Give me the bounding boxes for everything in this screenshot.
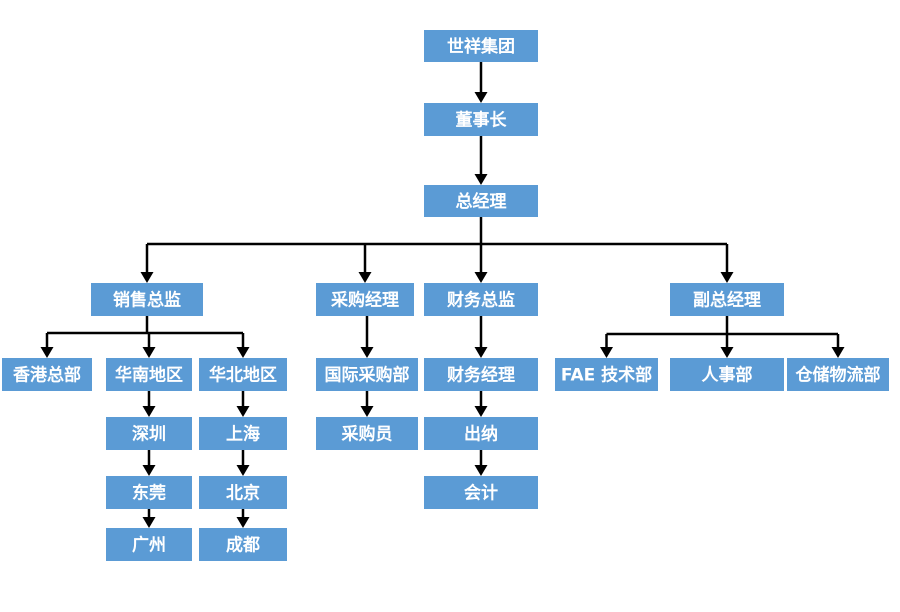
node-sales-label: 销售总监: [113, 290, 181, 311]
node-north: 华北地区: [199, 358, 287, 391]
node-chairman-label: 董事长: [456, 110, 508, 131]
arrowhead-hr: [720, 347, 734, 358]
node-sales-box: [91, 283, 203, 316]
node-hk-label: 香港总部: [13, 365, 81, 386]
arrowhead-finance_mgr: [474, 347, 488, 358]
node-gm-label: 总经理: [456, 191, 507, 212]
node-group: 世祥集团: [424, 30, 538, 62]
node-gm-box: [424, 185, 538, 217]
arrowhead-fae: [600, 347, 613, 358]
node-chengdu-label: 成都: [226, 535, 260, 556]
node-fae: FAE 技术部: [555, 358, 658, 391]
node-group-label: 世祥集团: [447, 36, 515, 57]
node-finance_dir-label: 财务总监: [446, 290, 515, 311]
node-beijing-box: [199, 476, 287, 509]
node-purchase_mgr-box: [316, 283, 414, 316]
arrowhead-chengdu: [236, 517, 250, 528]
arrowhead-purchase_mgr: [358, 272, 372, 283]
arrowhead-south: [142, 347, 156, 358]
node-logistics-box: [787, 358, 889, 391]
node-accountant-box: [424, 476, 538, 509]
node-shenzhen-label: 深圳: [132, 424, 166, 445]
node-shanghai-label: 上海: [226, 424, 260, 445]
node-north-label: 华北地区: [209, 365, 277, 386]
arrowhead-sales: [140, 272, 154, 283]
node-hr-label: 人事部: [702, 365, 753, 386]
node-sales: 销售总监: [91, 283, 203, 316]
arrowhead-finance_dir: [474, 272, 488, 283]
node-hk: 香港总部: [2, 358, 92, 391]
node-dongguan-label: 东莞: [132, 483, 166, 504]
edges-layer: [40, 62, 845, 528]
arrowhead-vgm: [720, 272, 734, 283]
node-finance_mgr-box: [424, 358, 538, 391]
node-fae-label: FAE 技术部: [561, 365, 652, 386]
node-dongguan-box: [106, 476, 192, 509]
node-guangzhou-box: [106, 528, 192, 561]
arrowhead-hk: [40, 347, 54, 358]
node-hr: 人事部: [670, 358, 784, 391]
node-shanghai: 上海: [199, 417, 287, 450]
node-south: 华南地区: [106, 358, 192, 391]
node-south-box: [106, 358, 192, 391]
node-north-box: [199, 358, 287, 391]
node-gm: 总经理: [424, 185, 538, 217]
arrowhead-guangzhou: [142, 517, 156, 528]
arrowhead-intl_purchase: [360, 347, 374, 358]
node-logistics: 仓储物流部: [787, 358, 889, 391]
node-fae-box: [555, 358, 658, 391]
node-chairman-box: [424, 103, 538, 136]
node-beijing: 北京: [199, 476, 287, 509]
node-finance_mgr: 财务经理: [424, 358, 538, 391]
node-logistics-label: 仓储物流部: [795, 365, 881, 386]
node-intl_purchase: 国际采购部: [316, 358, 418, 391]
arrowhead-chairman: [474, 92, 488, 103]
arrowhead-shanghai: [236, 406, 250, 417]
arrowhead-cashier: [474, 406, 488, 417]
node-chengdu: 成都: [199, 528, 287, 561]
node-chairman: 董事长: [424, 103, 538, 136]
node-cashier: 出纳: [424, 417, 538, 450]
node-shenzhen-box: [106, 417, 192, 450]
node-finance_dir-box: [424, 283, 538, 316]
arrowhead-buyer: [360, 406, 374, 417]
arrowhead-gm: [474, 174, 488, 185]
node-vgm-label: 副总经理: [693, 290, 761, 311]
node-cashier-label: 出纳: [464, 424, 498, 445]
node-accountant-label: 会计: [464, 483, 498, 504]
arrowhead-beijing: [236, 465, 250, 476]
node-intl_purchase-box: [316, 358, 418, 391]
node-vgm-box: [670, 283, 784, 316]
node-purchase_mgr-label: 采购经理: [330, 290, 399, 311]
node-guangzhou: 广州: [106, 528, 192, 561]
node-purchase_mgr: 采购经理: [316, 283, 414, 316]
node-finance_dir: 财务总监: [424, 283, 538, 316]
node-cashier-box: [424, 417, 538, 450]
node-chengdu-box: [199, 528, 287, 561]
arrowhead-logistics: [831, 347, 845, 358]
arrowhead-shenzhen: [142, 406, 156, 417]
node-intl_purchase-label: 国际采购部: [325, 365, 410, 386]
node-shanghai-box: [199, 417, 287, 450]
node-beijing-label: 北京: [226, 483, 260, 504]
node-group-box: [424, 30, 538, 62]
arrowhead-accountant: [474, 465, 488, 476]
node-finance_mgr-label: 财务经理: [446, 365, 515, 386]
node-south-label: 华南地区: [115, 365, 183, 386]
node-dongguan: 东莞: [106, 476, 192, 509]
node-accountant: 会计: [424, 476, 538, 509]
node-hk-box: [2, 358, 92, 391]
node-shenzhen: 深圳: [106, 417, 192, 450]
node-buyer-box: [316, 417, 418, 450]
node-vgm: 副总经理: [670, 283, 784, 316]
arrowhead-dongguan: [142, 465, 156, 476]
node-buyer-label: 采购员: [341, 424, 393, 445]
node-buyer: 采购员: [316, 417, 418, 450]
node-guangzhou-label: 广州: [132, 535, 166, 556]
arrowhead-north: [236, 347, 250, 358]
node-hr-box: [670, 358, 784, 391]
